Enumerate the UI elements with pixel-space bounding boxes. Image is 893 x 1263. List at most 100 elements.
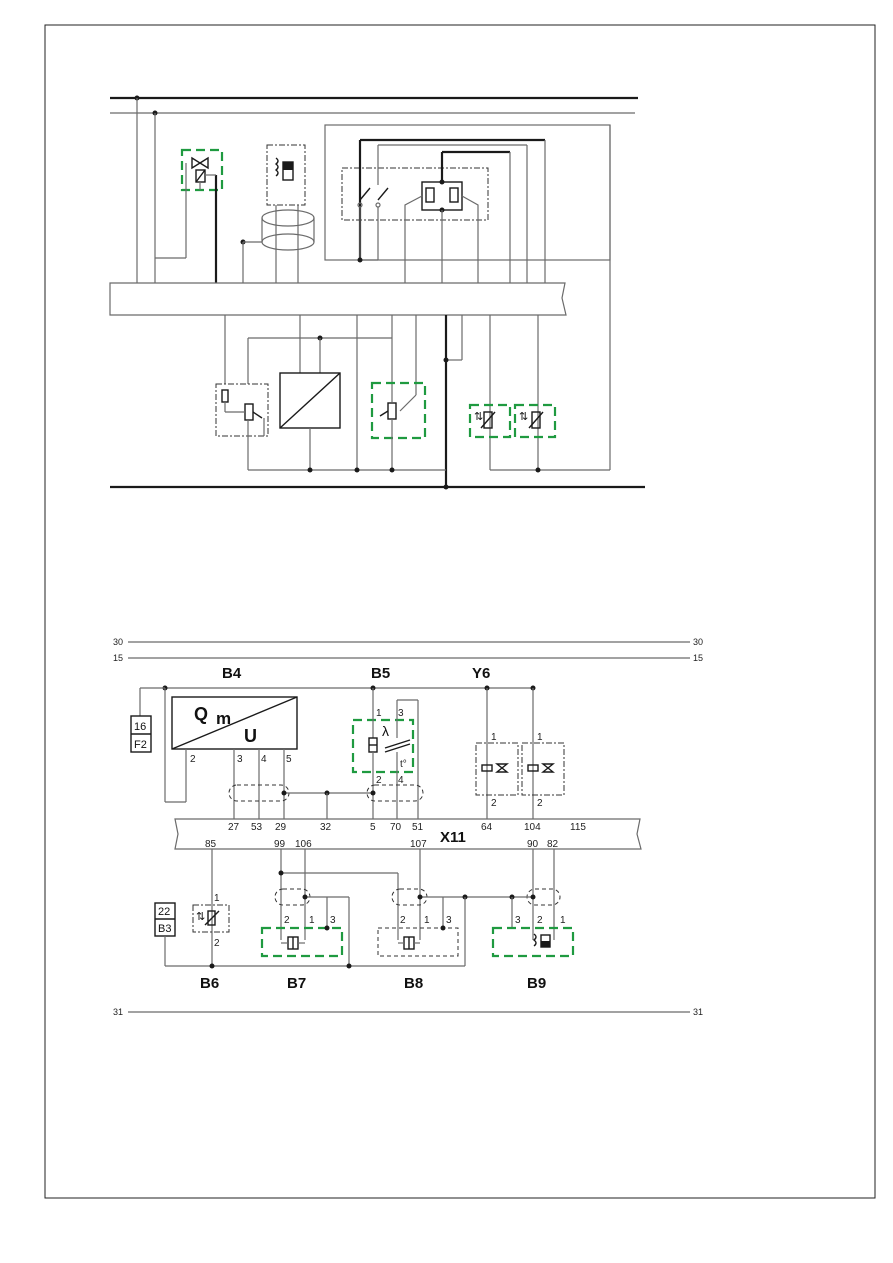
switch-contact [377,187,389,201]
x11-pin: 5 [370,822,376,833]
pin-label: 3 [330,915,336,926]
x11-pin: 104 [524,822,541,833]
page-frame [44,24,876,1199]
thermistor-slash [480,411,496,429]
rail-31-label-left: 31 [113,1007,123,1017]
coil-icon [425,187,435,203]
top-schematic: ⇅ ⇅ [109,95,645,490]
junction-dot [307,467,313,473]
shield-ring [261,209,315,227]
coil-icon [449,187,459,203]
rail-30-label-left: 30 [113,637,123,647]
label-b4: B4 [222,665,242,682]
y6-injector-a [475,742,519,796]
wire [399,394,417,412]
pin-label: 4 [261,754,267,765]
b9-highlight [491,926,575,958]
thermistor-icon [207,910,216,926]
label-b9: B9 [527,975,546,992]
label-y6: Y6 [472,665,490,682]
fuse-f2-name: F2 [134,739,147,751]
injector-coil-icon [527,764,539,772]
junction-dot [354,467,360,473]
injector-valve-icon [495,763,509,773]
pin-label: 1 [214,893,220,904]
temp-sensor-b-highlight [513,403,557,439]
rail-15-label-left: 15 [113,653,123,663]
pin-label: 3 [515,915,521,926]
lambda-symbol: λ [382,723,389,739]
junction-dot [281,790,287,796]
magnet-pole-icon [541,941,550,947]
label-b8: B8 [404,975,423,992]
junction-dot [209,963,215,969]
pot-enclosure [215,383,269,437]
junction-dot [302,894,308,900]
resistor-icon [221,389,229,403]
x11-pin: 29 [275,822,287,833]
bottom-schematic: 30 30 15 15 B4 B5 Y6 16 F2 Q m U [113,637,703,1017]
junction-dot [324,925,330,931]
magnet-pole-icon [283,162,293,170]
b7-highlight [260,926,344,958]
rail-31-label-right: 31 [693,1007,703,1017]
junction-dot [346,963,352,969]
x11-pin: 107 [410,839,427,850]
b8-enclosure [377,927,459,957]
fuse-b3-name: B3 [158,923,171,935]
b5-highlight [351,718,415,774]
wire [461,195,479,283]
x11-pin: 53 [251,822,263,833]
pin-label: 2 [537,798,543,809]
fuse-b3-number: 22 [158,906,170,918]
arrows-icon: ⇅ [196,911,205,923]
pin-label: 3 [237,754,243,765]
junction-dot [443,484,449,490]
arrows-icon: ⇅ [474,411,483,423]
x11-pin: 85 [205,839,217,850]
pot-highlight [370,381,427,440]
pin-label: 3 [398,708,404,719]
wiper [379,410,389,417]
junction-dot [370,790,376,796]
junction-dot [417,894,423,900]
label-b7: B7 [287,975,306,992]
rail-15-label-right: 15 [693,653,703,663]
switch-contact [359,187,371,201]
x11-pin: 64 [481,822,493,833]
junction-dot [443,357,449,363]
junction-dot [440,925,446,931]
lambda-slash [384,739,411,749]
pin-label: 2 [376,775,382,786]
contact-point [375,202,381,208]
pin-label: 2 [284,915,290,926]
pin-label: 5 [286,754,292,765]
pin-label: 1 [491,732,497,743]
shield-ring [261,233,315,251]
ecu-bar [109,282,567,316]
y6-injector-b [521,742,565,796]
injector-coil-icon [481,764,493,772]
injector-valve-icon [541,763,555,773]
x11-pin: 51 [412,822,424,833]
pin-label: 2 [190,754,196,765]
pin-label: 1 [560,915,566,926]
coil-icon [274,157,279,177]
b4-u-symbol: U [244,726,257,746]
relay-coil-box [421,181,463,211]
b4-diagonal [171,696,298,750]
potentiometer-icon [244,403,254,421]
converter-diagonal [279,372,341,429]
label-b5: B5 [371,665,390,682]
x11-pin: 32 [320,822,332,833]
thermistor-icon [531,411,541,429]
junction-dot [278,870,284,876]
junction-dot [357,257,363,263]
pin-label: 2 [214,938,220,949]
shield-sleeve [366,784,424,802]
x11-pin: 106 [295,839,312,850]
lambda-temp-symbol: t° [400,759,407,770]
b4-m-symbol: m [216,709,231,728]
pin-label: 1 [376,708,382,719]
